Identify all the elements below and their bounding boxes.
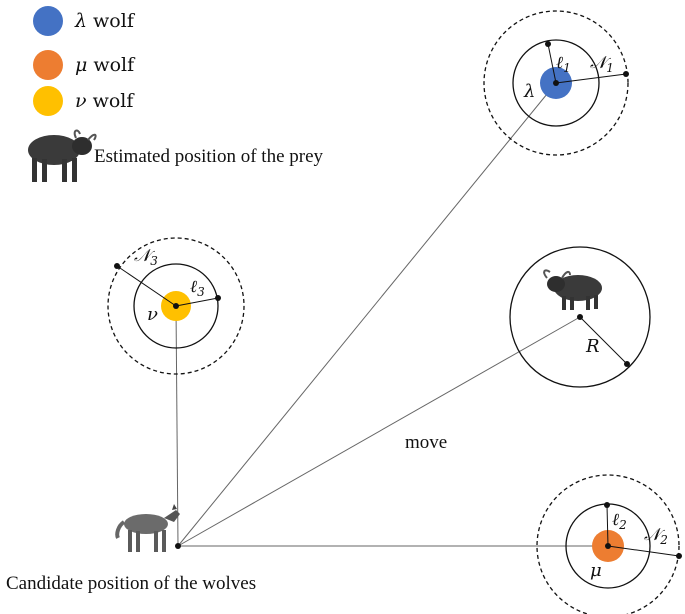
nu-n-endpoint <box>114 263 120 269</box>
mu-l-label: ℓ2 <box>612 510 627 532</box>
mu-symbol-label: μ <box>590 560 602 581</box>
lambda-l-radius <box>547 43 557 84</box>
nu-inner-circle <box>133 263 219 349</box>
candidate-position-dot <box>175 543 181 549</box>
prey-buffalo-icon <box>543 269 602 310</box>
mu-outer-dashed-circle <box>536 474 680 614</box>
nu-l-radius <box>175 297 219 307</box>
line-to-nu <box>175 305 179 547</box>
lambda-outer-dashed-circle <box>483 10 629 156</box>
lambda-n-endpoint <box>623 71 629 77</box>
lambda-l-endpoint <box>545 41 551 47</box>
candidate-position-label: Candidate position of the wolves <box>6 573 257 594</box>
nu-n-radius <box>116 265 177 307</box>
lambda-symbol-label: λ <box>523 81 535 102</box>
lambda-n-radius <box>555 73 627 84</box>
line-to-lambda <box>177 82 557 547</box>
nu-symbol-label: ν <box>147 304 158 325</box>
prey-search-circle <box>509 246 651 388</box>
mu-legend-dot <box>33 50 63 80</box>
prey-radius-endpoint <box>624 361 630 367</box>
nu-l-label: ℓ3 <box>190 277 205 299</box>
lambda-inner-circle <box>512 39 600 127</box>
lambda-center-dot <box>553 80 559 86</box>
nu-legend-dot <box>33 86 63 116</box>
mu-n-label: 𝒩2 <box>644 525 668 547</box>
lambda-n-label: 𝒩1 <box>590 53 614 75</box>
prey-legend-label: Estimated position of the prey <box>94 146 324 167</box>
nu-l-endpoint <box>215 295 221 301</box>
prey-group: R <box>509 246 651 388</box>
nu-n-label: 𝒩3 <box>134 246 158 268</box>
prey-radius-line <box>579 316 628 365</box>
mu-center-dot <box>605 543 611 549</box>
candidate-wolf-icon <box>115 504 180 552</box>
move-label: move <box>405 432 448 453</box>
lambda-l-label: ℓ1 <box>556 53 571 75</box>
nu-center-dot <box>173 303 179 309</box>
mu-n-endpoint <box>676 553 682 559</box>
nu-outer-dashed-circle <box>107 237 245 375</box>
lambda-legend-dot <box>33 6 63 36</box>
legend-buffalo-icon <box>28 129 97 182</box>
lambda-wolf-group: λ ℓ1 𝒩1 <box>483 10 629 156</box>
prey-center-dot <box>577 314 583 320</box>
prey-radius-label: R <box>585 336 600 357</box>
mu-l-endpoint <box>604 502 610 508</box>
line-to-prey <box>177 316 581 547</box>
mu-l-radius <box>606 504 609 547</box>
mu-n-radius <box>607 545 680 557</box>
mu-wolf-group: μ ℓ2 𝒩2 <box>536 474 682 614</box>
